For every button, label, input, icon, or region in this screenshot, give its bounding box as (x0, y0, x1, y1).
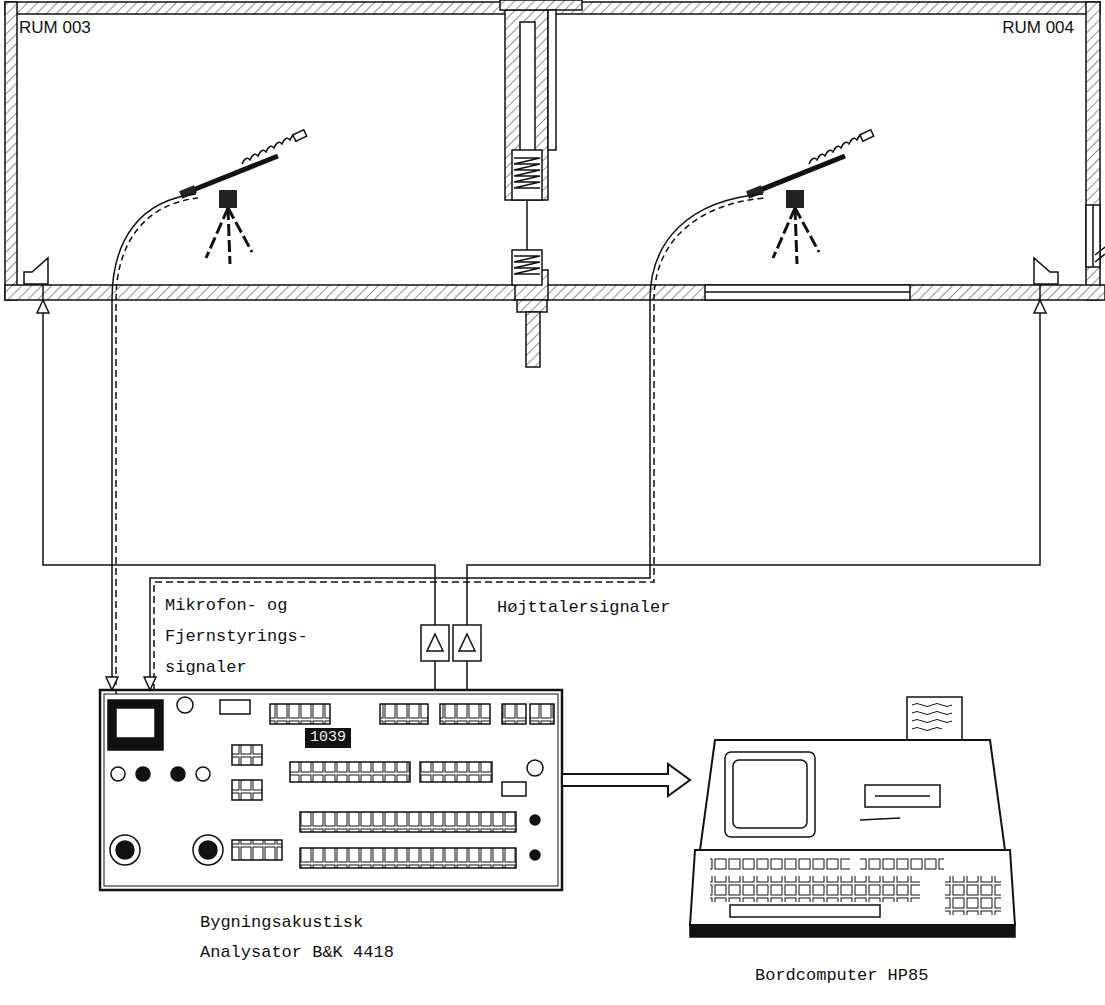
control-cable (154, 304, 654, 694)
microphone-cable (150, 300, 650, 690)
desktop-computer (690, 697, 1015, 937)
level-display: 1039 (305, 728, 351, 748)
device-caption: Bygningsakustisk Analysator B&K 4418 (200, 908, 399, 968)
computer-device: Bordcomputer HP85 (690, 695, 1015, 995)
room-label: RUM 004 (1002, 18, 1074, 38)
connector (150, 300, 654, 694)
signal-label: Mikrofon- og Fjernstyrings- signaler (165, 590, 318, 683)
data-transfer-arrow (562, 764, 690, 796)
loudspeaker-wire (467, 300, 1040, 690)
signal-label: Højttalersignaler (497, 592, 670, 623)
microphone-tripod (112, 130, 874, 300)
connector (562, 764, 690, 796)
analyzer-device: 1039Bygningsakustisk Analysator B&K 4418 (100, 690, 562, 980)
connector (43, 300, 435, 690)
connector (112, 300, 116, 694)
walls (5, 0, 1105, 367)
sliding-door (512, 10, 556, 285)
control-cable (115, 304, 117, 694)
room-label: RUM 003 (19, 18, 91, 38)
loudspeaker (24, 258, 1058, 300)
connector (467, 300, 1040, 690)
room: RUM 003 (5, 2, 520, 300)
loudspeaker-wire (43, 300, 435, 690)
window (705, 205, 1105, 300)
microphone-cable (111, 300, 113, 690)
amplifier-symbol (421, 625, 481, 661)
room: RUM 004 (545, 2, 1100, 300)
device-caption: Bordcomputer HP85 (755, 961, 928, 991)
analyzer-panel (100, 690, 562, 890)
